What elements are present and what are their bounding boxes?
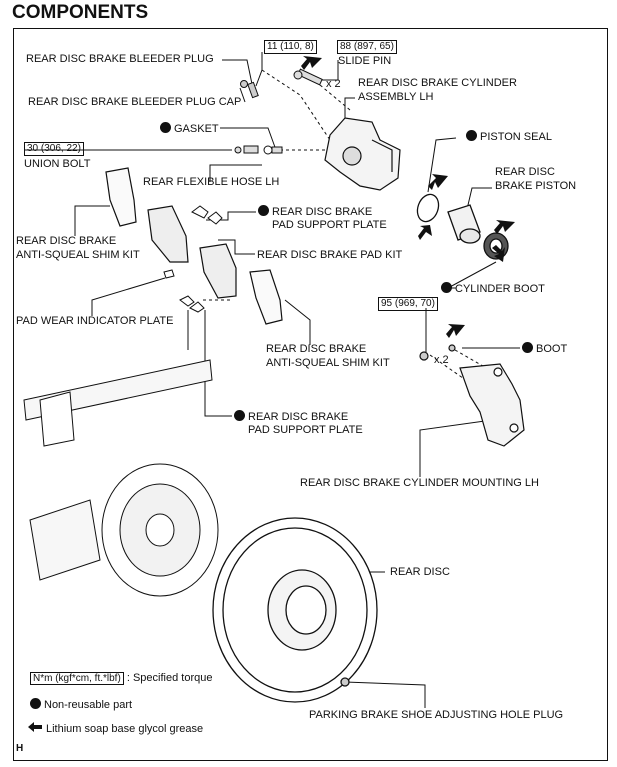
non-reusable-dot-icon	[258, 205, 269, 216]
label-support-plate-low: REAR DISC BRAKE	[234, 410, 348, 424]
caliper-assembly	[324, 117, 401, 191]
grease-arrow-icon	[28, 722, 42, 732]
label-support-plate-top-2: PAD SUPPORT PLATE	[272, 219, 387, 231]
leader-shim-left	[74, 205, 110, 236]
leader-bleeder-cap	[239, 87, 246, 103]
slide-pin	[293, 68, 323, 86]
label-piston-1: REAR DISC	[495, 166, 555, 178]
leader-mounting	[419, 419, 493, 477]
footer-mark: H	[16, 743, 24, 754]
label-piston-2: BRAKE PISTON	[495, 180, 577, 192]
piston-parts	[416, 193, 509, 260]
label-shim-right-2: ANTI-SQUEAL SHIM KIT	[266, 357, 390, 369]
legend-torque-box: N*m (kgf*cm, ft.*lbf)	[30, 672, 124, 685]
mounting-multiplier: x 2	[434, 354, 449, 366]
torque-mounting: 95 (969, 70)	[378, 297, 438, 311]
leader-support-low	[204, 310, 232, 417]
label-flexible-hose: REAR FLEXIBLE HOSE LH	[143, 176, 280, 188]
leader-piston-seal	[427, 137, 457, 193]
label-support-plate-top: REAR DISC BRAKE	[258, 205, 372, 219]
bleeder-plug	[240, 80, 259, 99]
label-cylinder-boot: CYLINDER BOOT	[441, 282, 545, 296]
label-bleeder-plug: REAR DISC BRAKE BLEEDER PLUG	[26, 53, 214, 65]
non-reusable-dot-icon	[30, 698, 41, 709]
leader-wear-plate	[91, 277, 166, 316]
label-support-plate-low-2: PAD SUPPORT PLATE	[248, 424, 363, 436]
label-piston-seal: PISTON SEAL	[466, 130, 552, 144]
non-reusable-dot-icon	[466, 130, 477, 141]
page-title: COMPONENTS	[12, 2, 149, 23]
label-shim-right-1: REAR DISC BRAKE	[266, 343, 367, 355]
rear-disc	[212, 517, 378, 703]
non-reusable-dot-icon	[234, 410, 245, 421]
label-rear-disc: REAR DISC	[390, 566, 450, 578]
torque-union-bolt: 30 (306, 22)	[24, 142, 84, 156]
label-cylinder-assembly-1: REAR DISC BRAKE CYLINDER	[358, 77, 517, 89]
torque-bleeder: 11 (110, 8)	[264, 40, 317, 54]
leader-shim-right	[284, 299, 311, 345]
label-slide-pin: SLIDE PIN	[338, 55, 392, 67]
torque-slide-pin: 88 (897, 65)	[337, 40, 397, 54]
slide-pin-multiplier: x 2	[326, 78, 341, 90]
leader-bleeder-plug	[222, 59, 253, 85]
leader-bleeder-torque	[255, 52, 263, 87]
label-cylinder-assembly-2: ASSEMBLY LH	[358, 91, 434, 103]
leader-pad-kit	[218, 239, 255, 255]
label-union-bolt: UNION BOLT	[24, 158, 91, 170]
label-gasket: GASKET	[160, 122, 219, 136]
label-shim-left-2: ANTI-SQUEAL SHIM KIT	[16, 249, 140, 261]
leader-hole-plug	[344, 681, 426, 708]
label-mounting: REAR DISC BRAKE CYLINDER MOUNTING LH	[300, 477, 539, 489]
leader-gasket	[220, 127, 277, 151]
support-plates	[163, 205, 223, 313]
label-bleeder-cap: REAR DISC BRAKE BLEEDER PLUG CAP	[28, 96, 242, 108]
mounting-bracket	[419, 344, 525, 447]
leader-hose	[209, 164, 262, 182]
leader-slide-pin	[318, 60, 339, 81]
union-bolt-hose	[234, 145, 283, 155]
diagram-frame	[13, 28, 608, 761]
non-reusable-dot-icon	[441, 282, 452, 293]
grease-arrow-icon	[301, 56, 515, 338]
label-pad-kit: REAR DISC BRAKE PAD KIT	[257, 249, 403, 261]
non-reusable-dot-icon	[522, 342, 533, 353]
label-hole-plug: PARKING BRAKE SHOE ADJUSTING HOLE PLUG	[309, 709, 564, 721]
legend-torque: N*m (kgf*cm, ft.*lbf) : Specified torque	[30, 672, 212, 685]
backing-plate	[23, 359, 219, 597]
label-boot: BOOT	[522, 342, 567, 356]
legend-grease: Lithium soap base glycol grease	[28, 722, 203, 736]
label-wear-plate: PAD WEAR INDICATOR PLATE	[16, 315, 174, 327]
label-shim-left-1: REAR DISC BRAKE	[16, 235, 117, 247]
brake-pads	[105, 167, 283, 325]
non-reusable-dot-icon	[160, 122, 171, 133]
legend-non-reusable: Non-reusable part	[30, 698, 132, 712]
